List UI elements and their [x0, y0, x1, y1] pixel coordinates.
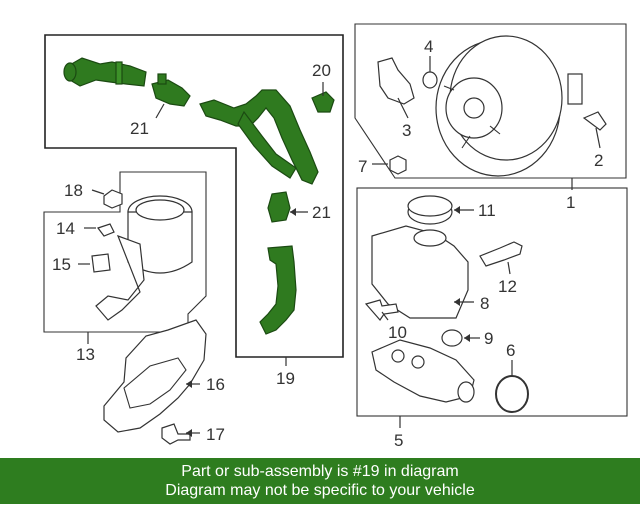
callout-19: 19 — [276, 369, 295, 388]
pump-nut[interactable] — [103, 189, 123, 209]
callout-2: 2 — [594, 151, 603, 170]
callout-3: 3 — [402, 121, 411, 140]
master-cylinder-body[interactable] — [371, 339, 475, 403]
bracket-bolt[interactable] — [161, 423, 191, 445]
reservoir-sensor[interactable] — [479, 241, 523, 267]
master-cylinder-oring[interactable] — [495, 375, 529, 413]
vacuum-pump[interactable] — [95, 195, 193, 321]
booster-grommet[interactable] — [422, 71, 438, 89]
callout-16: 16 — [206, 375, 225, 394]
callout-8: 8 — [480, 294, 489, 313]
booster-frame — [354, 23, 627, 179]
reservoir-bolt[interactable] — [364, 299, 399, 321]
pump-bolt[interactable] — [97, 223, 115, 237]
master-cylinder-reservoir[interactable] — [371, 195, 469, 319]
callout-4: 4 — [424, 37, 433, 56]
reservoir-grommet[interactable] — [441, 329, 463, 347]
callout-18: 18 — [64, 181, 83, 200]
callout-5: 5 — [394, 431, 403, 450]
booster-check-valve[interactable] — [377, 57, 415, 105]
hose-assembly-frame — [44, 34, 344, 358]
callout-14: 14 — [56, 219, 75, 238]
callout-13: 13 — [76, 345, 95, 364]
vacuum-hose-assembly[interactable] — [63, 57, 335, 335]
callout-21-lower: 21 — [312, 203, 331, 222]
bracket-cutout — [123, 357, 187, 409]
callout-15: 15 — [52, 255, 71, 274]
callout-12: 12 — [498, 277, 517, 296]
pump-bracket[interactable] — [103, 319, 207, 433]
callout-10: 10 — [388, 323, 407, 342]
callout-1: 1 — [566, 193, 575, 212]
booster-nut[interactable] — [389, 155, 407, 175]
part-info-banner: Part or sub-assembly is #19 in diagram D… — [0, 458, 640, 504]
callout-11: 11 — [478, 201, 496, 220]
brake-booster[interactable] — [435, 35, 583, 177]
callout-7: 7 — [358, 157, 367, 176]
callout-17: 17 — [206, 425, 225, 444]
booster-seal[interactable] — [582, 111, 607, 131]
master-cylinder-frame — [356, 187, 628, 417]
callout-20: 20 — [312, 61, 331, 80]
callout-6: 6 — [506, 341, 515, 360]
callout-9: 9 — [484, 329, 493, 348]
callout-21-upper: 21 — [130, 119, 149, 138]
banner-line-1: Part or sub-assembly is #19 in diagram — [181, 463, 459, 480]
leader-arrows — [186, 206, 470, 437]
banner-line-2: Diagram may not be specific to your vehi… — [165, 482, 475, 499]
pump-grommet[interactable] — [91, 253, 111, 273]
